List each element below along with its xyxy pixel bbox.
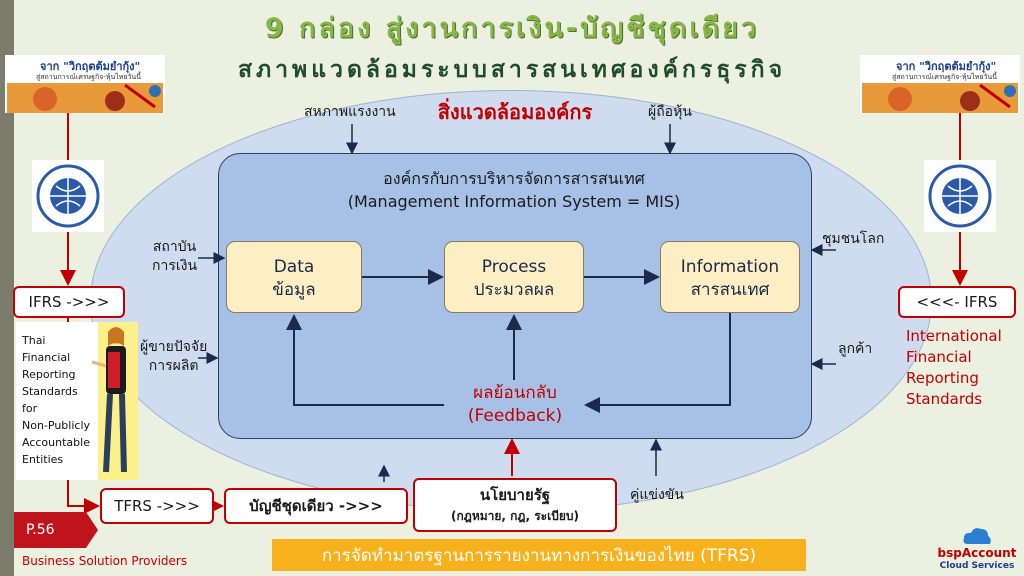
right-news-banner — [860, 55, 1020, 113]
ifrs-line-3: Reporting — [906, 369, 979, 387]
page-subtitle: สภาพแวดล้อมระบบสารสนเทศองค์กรธุรกิจ — [237, 57, 787, 83]
ifrs-description: International Financial Reporting Standa… — [906, 326, 1002, 410]
mis-title-th: องค์กรกับการบริหารจัดการสารสนเทศ — [383, 169, 645, 188]
policy-title: นโยบายรัฐ — [479, 486, 551, 504]
label-competitors: คู่แข่งขัน — [630, 487, 684, 503]
right-imf-seal-icon — [924, 160, 996, 232]
feedback-en: (Feedback) — [467, 406, 563, 426]
tfrs-line-4: Standards — [22, 385, 78, 398]
environment-label: สิ่งแวดล้อมองค์กร — [437, 100, 593, 124]
page-number: P.56 — [14, 512, 86, 548]
tfrs-description: Thai Financial Reporting Standards for N… — [22, 332, 90, 468]
arrow-feedback-data — [286, 314, 444, 406]
label-financial-inst-2: การเงิน — [152, 258, 198, 274]
node-information-en: Information — [680, 257, 780, 277]
tfrs-line-8: Entities — [22, 453, 64, 466]
feedback-label: ผลย้อนกลับ (Feedback) — [420, 382, 610, 428]
tfrs-line-5: for — [22, 402, 38, 415]
ifrs-right-box: <<<- IFRS — [898, 286, 1016, 318]
tfrs-line-6: Non-Publicly — [22, 419, 91, 432]
label-financial-inst: สถาบัน การเงิน — [152, 238, 197, 276]
tfrs-line-3: Reporting — [22, 368, 76, 381]
node-process: Process ประมวลผล — [444, 241, 584, 313]
company-name: Business Solution Providers — [22, 554, 188, 568]
label-labor-union: สหภาพแรงงาน — [304, 104, 396, 120]
bottom-banner — [272, 539, 806, 571]
node-information: Information สารสนเทศ — [660, 241, 800, 313]
label-customers: ลูกค้า — [838, 341, 873, 357]
bottom-banner-text: การจัดทำมาตรฐานการรายงานทางการเงินของไทย… — [321, 546, 757, 566]
page-tab-arrow — [86, 512, 98, 548]
tfrs-box: TFRS ->>> — [100, 488, 214, 524]
left-accent-bar — [0, 0, 14, 576]
right-news-title: จาก "วิกฤตต้มยำกุ้ง" — [896, 60, 997, 73]
label-financial-inst-1: สถาบัน — [152, 239, 197, 255]
node-data: Data ข้อมูล — [226, 241, 362, 313]
node-data-en: Data — [273, 257, 315, 277]
left-imf-seal-icon — [32, 160, 104, 232]
policy-sub: (กฎหมาย, กฎ, ระเบียบ) — [451, 509, 579, 523]
mis-title: องค์กรกับการบริหารจัดการสารสนเทศ (Manage… — [218, 167, 810, 213]
tfrs-line-2: Financial — [22, 351, 71, 364]
logo-title: bspAccount — [937, 546, 1017, 560]
left-news-title: จาก "วิกฤตต้มยำกุ้ง" — [40, 60, 141, 73]
ifrs-line-4: Standards — [906, 390, 983, 408]
arrow-info-feedback — [584, 313, 731, 413]
feedback-th: ผลย้อนกลับ — [473, 383, 557, 403]
right-news-sub: สู่สถานการณ์เศรษฐกิจ-หุ้นไทยวันนี้ — [892, 73, 997, 81]
logo-subtitle: Cloud Services — [939, 561, 1015, 571]
cloud-icon — [963, 528, 991, 544]
node-data-th: ข้อมูล — [272, 280, 316, 300]
node-information-th: สารสนเทศ — [690, 280, 770, 300]
page-title: 9 กล่อง สู่งานการเงิน-บัญชีชุดเดียว — [264, 13, 760, 44]
left-news-banner — [5, 55, 165, 113]
tfrs-text-box — [16, 322, 102, 480]
label-global-community: ชุมชนโลก — [822, 231, 885, 247]
ifrs-left-box: IFRS ->>> — [13, 286, 125, 318]
ifrs-line-2: Financial — [906, 348, 972, 366]
presenter-woman-icon — [91, 327, 127, 473]
label-suppliers: ผู้ขายปัจจัย การผลิต — [140, 338, 207, 376]
policy-box: นโยบายรัฐ (กฎหมาย, กฎ, ระเบียบ) — [413, 478, 617, 532]
mis-title-en: (Management Information System = MIS) — [347, 192, 681, 211]
left-news-sub: สู่สถานการณ์เศรษฐกิจ-หุ้นไทยวันนี้ — [36, 73, 141, 81]
label-suppliers-2: การผลิต — [148, 358, 199, 374]
tfrs-line-1: Thai — [22, 334, 46, 347]
label-suppliers-1: ผู้ขายปัจจัย — [140, 339, 208, 355]
label-shareholders: ผู้ถือหุ้น — [648, 104, 692, 120]
node-process-th: ประมวลผล — [473, 280, 555, 300]
tfrs-line-7: Accountable — [22, 436, 90, 449]
node-process-en: Process — [481, 257, 547, 277]
single-books-box: บัญชีชุดเดียว ->>> — [224, 488, 408, 524]
ifrs-line-1: International — [906, 327, 1002, 345]
